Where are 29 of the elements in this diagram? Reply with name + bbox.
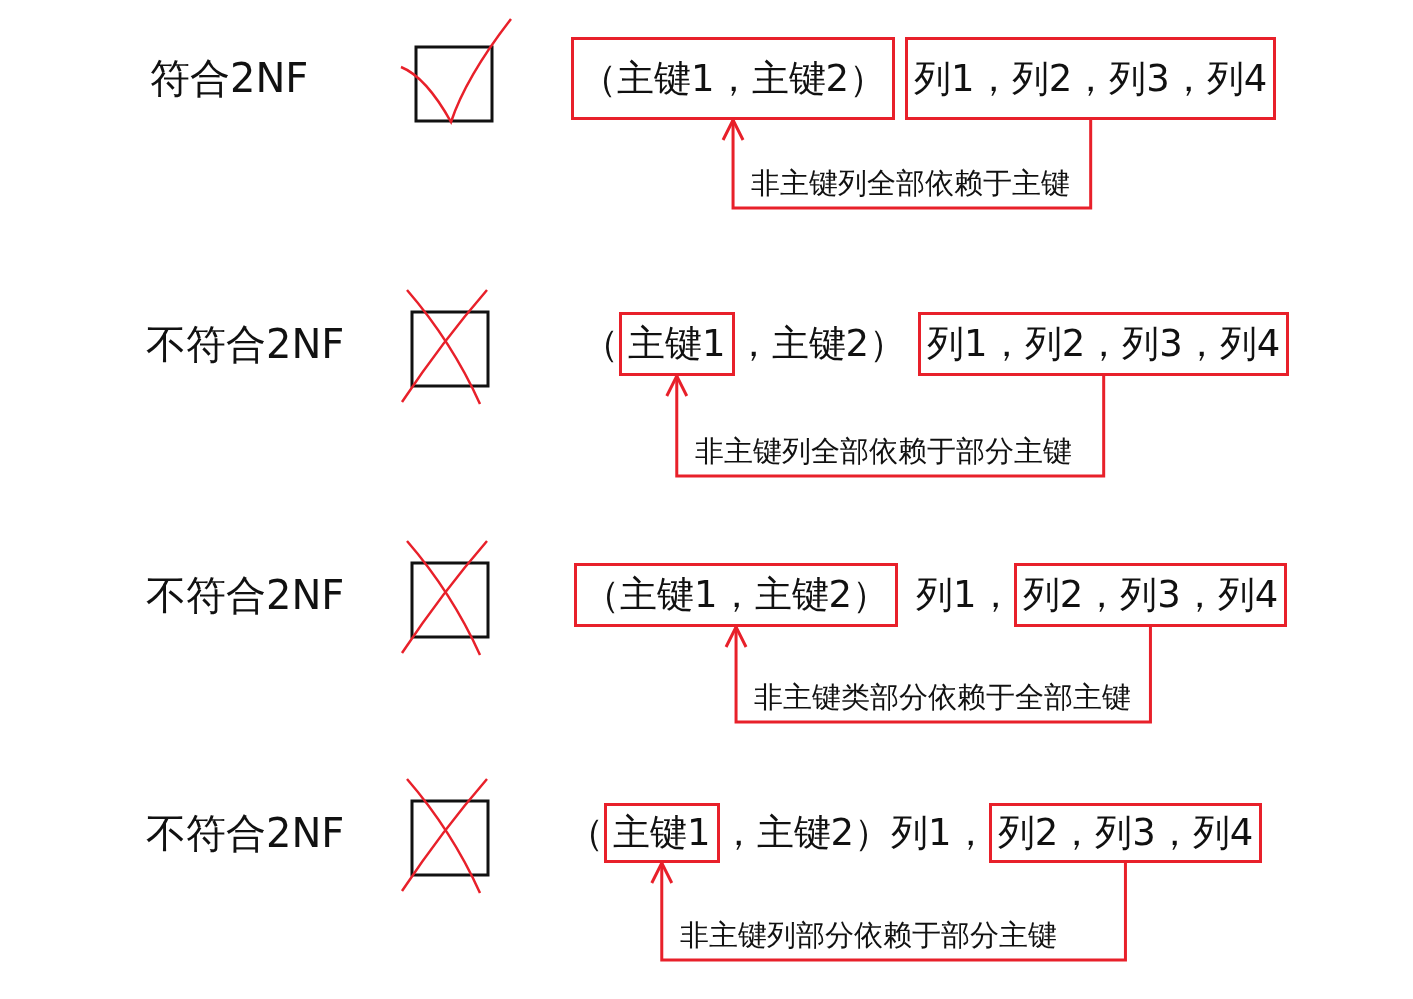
box-text: 列2，列3，列4 [1022, 572, 1279, 618]
highlight-box [1013, 563, 1288, 627]
plain-text: ，主键2）列1， [719, 810, 989, 856]
plain-text: （ [567, 810, 604, 856]
highlight-box [619, 312, 735, 376]
arrow [665, 374, 1106, 478]
plain-text: （ [582, 321, 619, 367]
highlight-box [918, 312, 1290, 376]
box-text: （主键1，主键2） [583, 572, 890, 618]
box-text: 列1，列2，列3，列4 [927, 321, 1281, 367]
box-text: 主键1 [628, 321, 726, 367]
plain-text: ，主键2） [734, 321, 907, 367]
highlight-box [604, 803, 720, 863]
box-text: （主键1，主键2） [580, 55, 887, 102]
arrow [650, 861, 1127, 962]
highlight-box [574, 563, 899, 627]
row-label: 不符合2NF [146, 570, 346, 620]
arrow [721, 118, 1093, 210]
plain-text: 列1， [916, 572, 1014, 618]
highlight-box [571, 37, 896, 120]
arrow [724, 625, 1152, 724]
row-label: 不符合2NF [146, 808, 346, 858]
highlight-box [988, 803, 1263, 863]
box-text: 列2，列3，列4 [997, 810, 1254, 856]
row-label: 不符合2NF [146, 319, 346, 369]
box-text: 主键1 [613, 810, 711, 856]
box-text: 列1，列2，列3，列4 [914, 55, 1268, 102]
highlight-box [905, 37, 1277, 120]
row-label: 符合2NF [150, 54, 310, 103]
